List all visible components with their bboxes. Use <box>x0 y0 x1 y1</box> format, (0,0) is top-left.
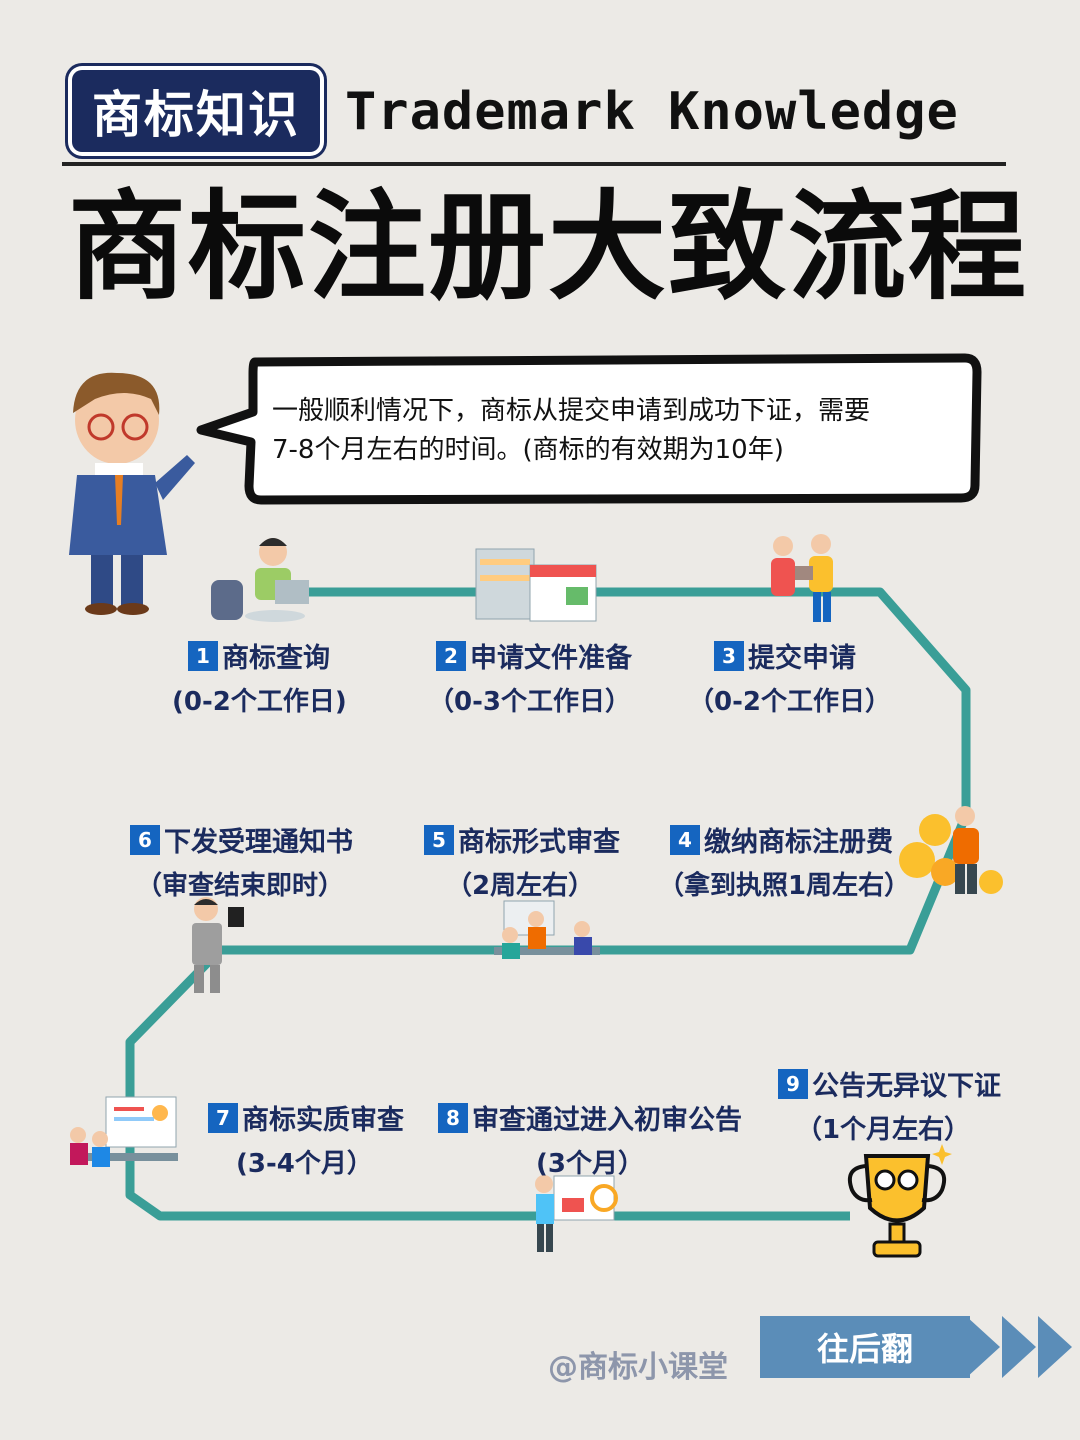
handover-illustration <box>771 534 833 622</box>
step-duration: （1个月左右） <box>796 1115 971 1145</box>
intro-line-1: 一般顺利情况下，商标从提交申请到成功下证，需要 <box>272 396 871 426</box>
payment-illustration <box>899 806 1003 894</box>
step-duration: （2周左右） <box>446 871 595 901</box>
documents-illustration <box>475 548 597 622</box>
category-tag-english: Trademark Knowledge <box>345 82 959 142</box>
step-duration: (3-4个月） <box>236 1149 373 1179</box>
step-duration: （0-2个工作日） <box>688 687 891 717</box>
step-title: 下发受理通知书 <box>164 827 353 858</box>
step-title: 公告无异议下证 <box>812 1071 1001 1102</box>
presenter-illustration <box>69 372 195 615</box>
step-number-badge: 5 <box>424 824 454 855</box>
step-duration: （审查结束即时） <box>136 871 345 901</box>
step-title: 提交申请 <box>748 643 856 674</box>
step-number-badge: 9 <box>778 1068 808 1099</box>
staff-illustration <box>192 897 244 993</box>
step-duration: （0-3个工作日） <box>428 687 631 717</box>
header-divider <box>62 162 1006 166</box>
step-title: 申请文件准备 <box>470 643 632 674</box>
step-duration: （拿到执照1周左右） <box>658 871 911 901</box>
review-team-illustration <box>70 1096 178 1167</box>
forward-arrows-icon[interactable] <box>966 1314 1076 1380</box>
trophy-icon <box>847 1144 952 1258</box>
step-duration: (0-2个工作日) <box>172 687 347 717</box>
step-number-badge: 1 <box>188 640 218 671</box>
intro-text: 一般顺利情况下，商标从提交申请到成功下证，需要 7-8个月左右的时间。(商标的有… <box>272 392 952 470</box>
step-number-badge: 2 <box>436 640 466 671</box>
step-title: 商标实质审查 <box>242 1105 404 1136</box>
step-duration: (3个月） <box>536 1149 644 1179</box>
step-title: 审查通过进入初审公告 <box>472 1105 742 1136</box>
account-handle: @商标小课堂 <box>548 1350 728 1385</box>
step-number-badge: 8 <box>438 1102 468 1133</box>
category-tag: 商标知识 <box>72 70 320 152</box>
step-number-badge: 6 <box>130 824 160 855</box>
meeting-illustration <box>494 900 600 959</box>
page-title: 商标注册大致流程 <box>68 178 1029 316</box>
step-number-badge: 3 <box>714 640 744 671</box>
step-number-badge: 4 <box>670 824 700 855</box>
step-title: 缴纳商标注册费 <box>704 827 893 858</box>
laptop-person-illustration <box>211 538 309 622</box>
speech-bubble <box>196 353 982 505</box>
step-title: 商标查询 <box>222 643 330 674</box>
step-number-badge: 7 <box>208 1102 238 1133</box>
intro-line-2: 7-8个月左右的时间。(商标的有效期为10年) <box>272 435 784 465</box>
next-page-button[interactable]: 往后翻 <box>760 1316 970 1378</box>
step-title: 商标形式审查 <box>458 827 620 858</box>
news-illustration <box>535 1175 618 1252</box>
